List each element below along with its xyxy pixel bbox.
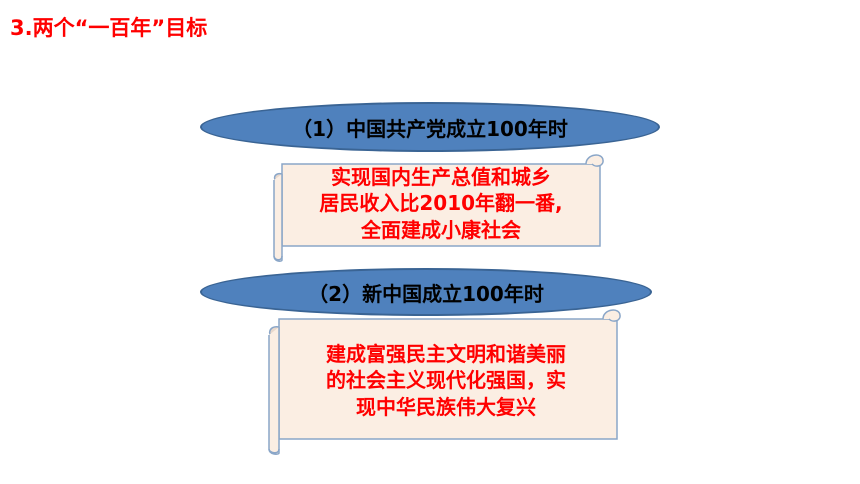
goal-1-line-3: 全面建成小康社会 [361,217,521,242]
goal-2-scroll: 建成富强民主文明和谐美丽 的社会主义现代化强国，实 现中华民族伟大复兴 [263,305,623,455]
goal-2-description: 建成富强民主文明和谐美丽 的社会主义现代化强国，实 现中华民族伟大复兴 [283,341,609,420]
goal-2-line-1: 建成富强民主文明和谐美丽 [326,342,566,366]
goal-2-line-2: 的社会主义现代化强国，实 [326,368,566,393]
goal-1-scroll: 实现国内生产总值和城乡 居民收入比2010年翻一番, 全面建成小康社会 [270,150,606,262]
goal-2-heading: （2）新中国成立100年时 [308,281,544,306]
goal-2-line-3: 现中华民族伟大复兴 [356,394,536,419]
scroll-shape-1 [273,154,604,262]
goal-2-heading-oval: （2）新中国成立100年时 [200,268,652,316]
page-title: 3.两个“一百年”目标 [10,16,208,40]
goal-1-heading: （1）中国共产党成立100年时 [292,116,568,141]
goal-1-line-1: 实现国内生产总值和城乡 [331,165,551,189]
goal-1-heading-oval: （1）中国共产党成立100年时 [200,102,660,152]
goal-1-line-2: 居民收入比2010年翻一番, [319,191,563,216]
goal-1-description: 实现国内生产总值和城乡 居民收入比2010年翻一番, 全面建成小康社会 [288,164,594,243]
scroll-shape-2 [268,309,621,455]
